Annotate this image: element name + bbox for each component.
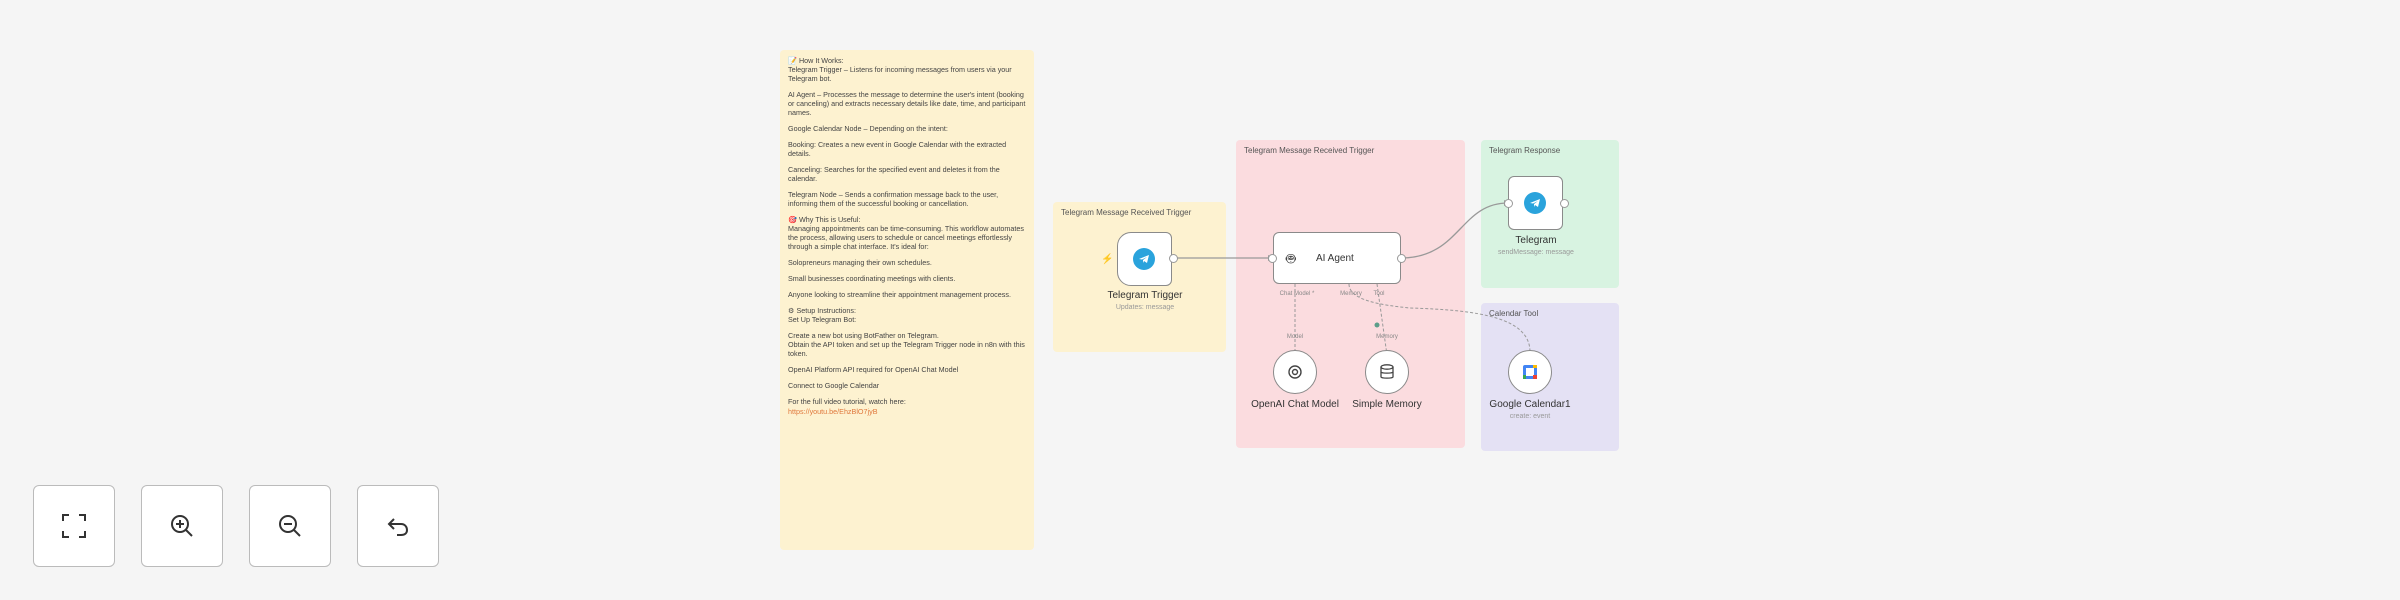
- google-calendar-node[interactable]: [1508, 350, 1552, 394]
- node-label: OpenAI Chat Model: [1251, 399, 1339, 410]
- connection-tool: [1348, 283, 1531, 353]
- port-label-tool: Tool: [1373, 291, 1385, 297]
- sticky-paragraph: Telegram Node – Sends a confirmation mes…: [788, 190, 999, 208]
- node-subtitle: sendMessage: message: [1498, 249, 1574, 256]
- sticky-note-body: 📝 How It Works: Telegram Trigger – Liste…: [788, 56, 1026, 390]
- zoom-in-button[interactable]: [141, 485, 223, 567]
- group-title: Telegram Response: [1489, 146, 1561, 155]
- fit-view-button[interactable]: [33, 485, 115, 567]
- group-title: Telegram Message Received Trigger: [1244, 146, 1375, 155]
- node-label: Telegram: [1515, 235, 1557, 246]
- undo-icon: [387, 518, 409, 536]
- output-port[interactable]: [1397, 254, 1406, 263]
- connection-memory: [1376, 283, 1388, 356]
- node-label: Telegram Trigger: [1107, 290, 1183, 301]
- sticky-paragraph: Anyone looking to streamline their appoi…: [788, 290, 1011, 299]
- zoom-out-icon: [279, 515, 301, 537]
- group-ai-agent[interactable]: Telegram Message Received Trigger: [1236, 140, 1465, 448]
- port-label-model: Model: [1286, 334, 1304, 340]
- sticky-note-footer: For the full video tutorial, watch here:: [788, 397, 906, 406]
- group-title: Calendar Tool: [1489, 309, 1539, 318]
- sticky-paragraph: 📝 How It Works: Telegram Trigger – Liste…: [788, 56, 1012, 83]
- sticky-note-how-it-works[interactable]: 📝 How It Works: Telegram Trigger – Liste…: [780, 50, 1034, 550]
- undo-button[interactable]: [357, 485, 439, 567]
- fullscreen-icon: [62, 514, 86, 538]
- telegram-icon: [1524, 192, 1546, 214]
- zoom-out-button[interactable]: [249, 485, 331, 567]
- telegram-node[interactable]: [1508, 176, 1563, 230]
- database-icon: [1380, 364, 1394, 379]
- robot-icon: 🤖︎: [1286, 251, 1296, 268]
- port-label-memory: Memory: [1340, 291, 1362, 297]
- node-label: Simple Memory: [1352, 399, 1422, 410]
- openai-icon: [1288, 365, 1302, 379]
- trigger-bolt-icon: ⚡: [1101, 254, 1114, 265]
- sticky-paragraph: Create a new bot using BotFather on Tele…: [788, 331, 1025, 358]
- connection-agent-telegram: [1400, 202, 1509, 259]
- sticky-paragraph: ⚙ Setup Instructions: Set Up Telegram Bo…: [788, 306, 857, 324]
- sticky-paragraph: Small businesses coordinating meetings w…: [788, 274, 956, 283]
- sticky-paragraph: Canceling: Searches for the specified ev…: [788, 165, 1000, 183]
- sticky-paragraph: AI Agent – Processes the message to dete…: [788, 90, 1026, 117]
- sticky-paragraph: Google Calendar Node – Depending on the …: [788, 124, 948, 133]
- connection-dot: [1374, 322, 1380, 328]
- node-label: Google Calendar1: [1489, 399, 1571, 410]
- telegram-icon: [1133, 248, 1155, 270]
- sticky-paragraph: Connect to Google Calendar: [788, 381, 880, 390]
- sticky-paragraph: 🎯 Why This is Useful: Managing appointme…: [788, 215, 1024, 251]
- sticky-paragraph: Solopreneurs managing their own schedule…: [788, 258, 932, 267]
- zoom-in-icon: [171, 515, 193, 537]
- port-label-memory2: Memory: [1376, 334, 1398, 340]
- google-calendar-icon: [1523, 365, 1537, 379]
- output-port[interactable]: [1169, 254, 1178, 263]
- node-label: AI Agent: [1316, 253, 1354, 264]
- tutorial-link[interactable]: https://youtu.be/EhzBlO7jyB: [788, 407, 878, 416]
- node-subtitle: create: event: [1509, 413, 1551, 420]
- output-port[interactable]: [1560, 199, 1569, 208]
- ai-agent-node[interactable]: 🤖︎ AI Agent: [1273, 232, 1401, 284]
- sticky-paragraph: Booking: Creates a new event in Google C…: [788, 140, 1007, 158]
- node-subtitle: Updates: message: [1115, 304, 1175, 311]
- simple-memory-node[interactable]: [1365, 350, 1409, 394]
- port-label-chat-model: Chat Model *: [1279, 291, 1315, 297]
- sticky-paragraph: OpenAI Platform API required for OpenAI …: [788, 365, 959, 374]
- telegram-trigger-node[interactable]: [1117, 232, 1172, 286]
- group-title: Telegram Message Received Trigger: [1061, 208, 1192, 217]
- openai-chat-model-node[interactable]: [1273, 350, 1317, 394]
- input-port[interactable]: [1268, 254, 1277, 263]
- input-port[interactable]: [1504, 199, 1513, 208]
